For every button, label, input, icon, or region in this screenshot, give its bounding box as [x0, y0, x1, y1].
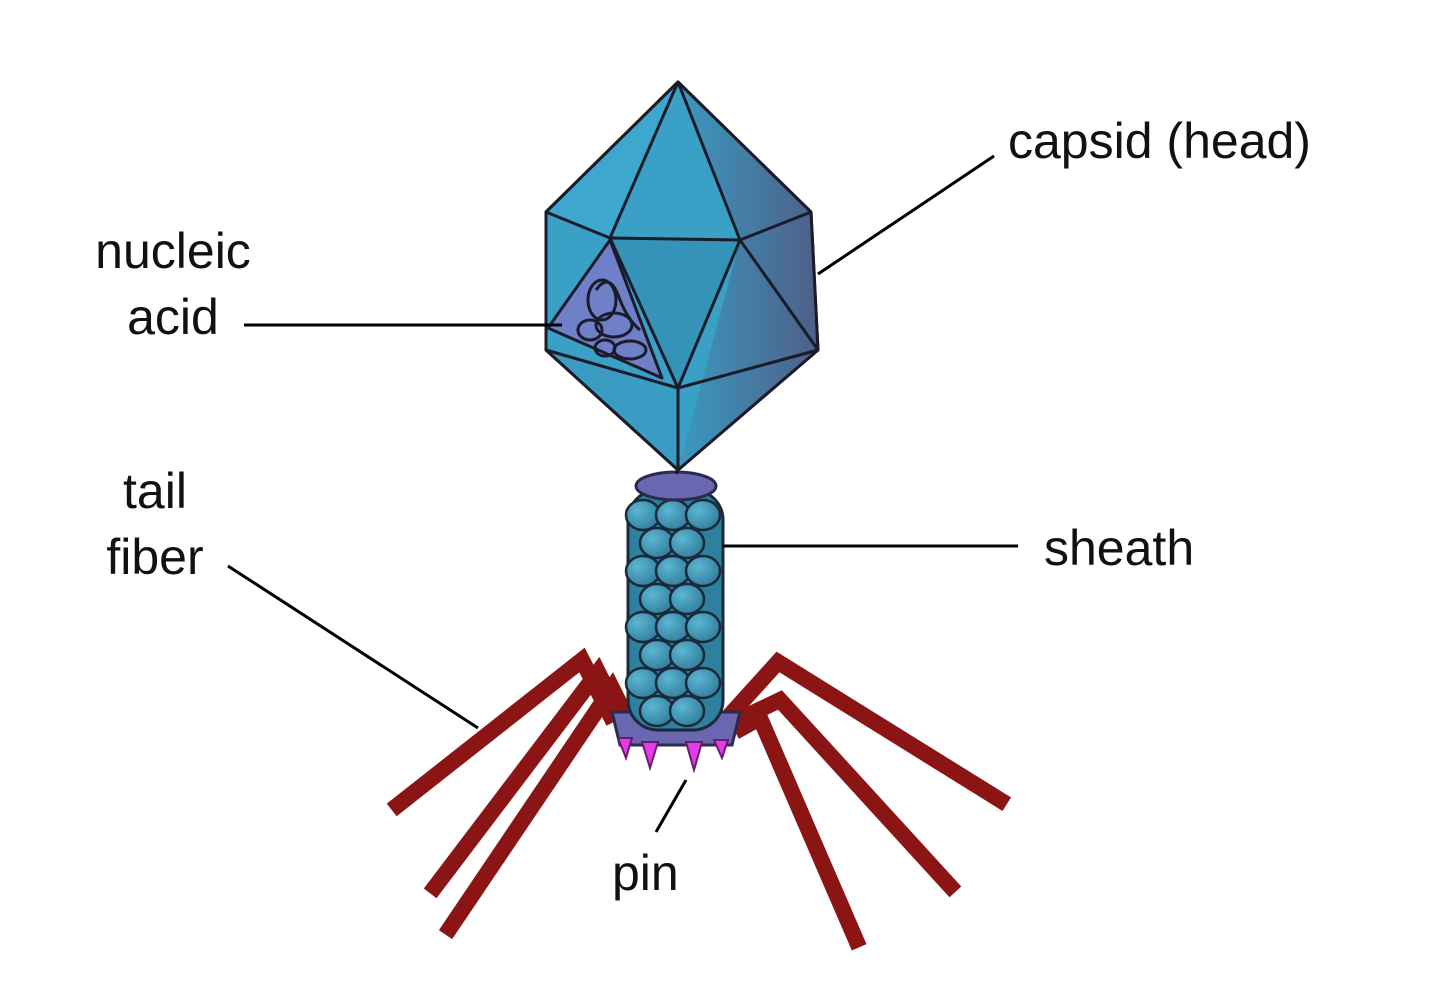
neck	[674, 469, 680, 475]
leader-line-pin	[654, 779, 688, 833]
leader-line-capsid	[817, 154, 995, 276]
sheath-segment	[668, 526, 706, 560]
sheath-segment	[684, 610, 722, 644]
capsid-label: capsid (head)	[1008, 113, 1311, 169]
sheath-segments	[624, 498, 722, 728]
capsid-edges	[544, 80, 820, 472]
pin-1	[616, 737, 634, 762]
pins	[616, 737, 730, 774]
pin-4	[712, 739, 730, 761]
sheath-segment	[668, 582, 706, 616]
nucleic-acid-label-line-1: nucleic	[95, 223, 251, 279]
sheath-segment	[668, 694, 706, 728]
pin-2	[640, 741, 660, 772]
pin-label: pin	[612, 845, 679, 901]
capsid	[544, 80, 820, 472]
collar	[634, 470, 718, 502]
capsid-upper-left-face	[546, 82, 678, 238]
nucleic-acid-label-line-2: acid	[127, 289, 219, 345]
nucleic-acid-coil	[576, 278, 648, 361]
sheath-label: sheath	[1044, 520, 1195, 576]
tail-fiber-label: tail fiber	[94, 458, 216, 590]
capsid-center-face	[610, 238, 740, 388]
tail-fiber-right-3	[731, 706, 867, 951]
sheath-segment	[684, 666, 722, 700]
nucleic-acid-face	[546, 238, 664, 380]
tail-fiber-left-3	[438, 672, 643, 940]
tail-fiber-label-line-1: tail	[123, 463, 187, 519]
tail-fiber-right-1	[718, 651, 1012, 812]
sheath-segment	[668, 638, 706, 672]
sheath-segment	[684, 498, 722, 532]
leader-lines	[227, 154, 1018, 833]
tail-fiber-label-line-2: fiber	[106, 529, 204, 585]
leader-line-tail-fiber	[227, 564, 479, 730]
nucleic-acid-label: nucleic acid	[80, 218, 266, 350]
sheath-segment	[684, 554, 722, 588]
capsid-right-face	[678, 82, 818, 470]
sheath	[624, 488, 725, 732]
pin-3	[684, 741, 704, 774]
